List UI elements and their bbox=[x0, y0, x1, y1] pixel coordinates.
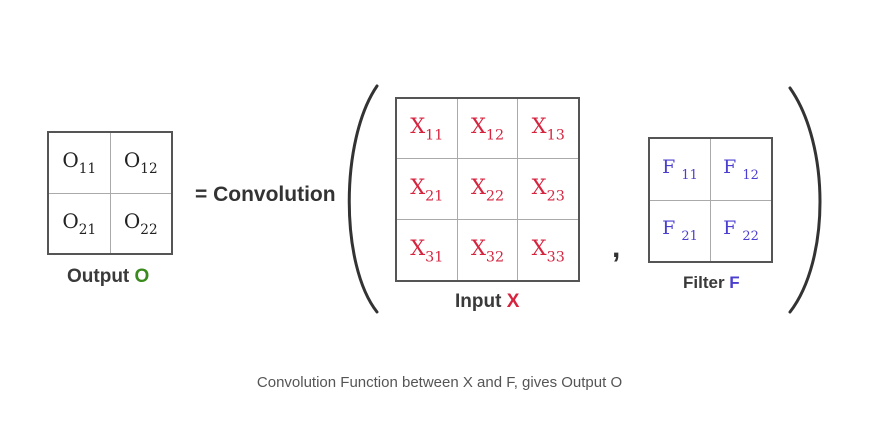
output-symbol: O bbox=[134, 266, 150, 287]
convolution-operator-label: = Convolution bbox=[195, 183, 336, 206]
convolution-diagram: O11 O12 O21 O22 Output O = Convolution X… bbox=[47, 84, 822, 314]
filter-label: Filter F bbox=[683, 273, 740, 292]
right-parenthesis bbox=[788, 86, 822, 314]
output-cell-12: O12 bbox=[109, 133, 171, 194]
input-label: Input X bbox=[455, 291, 520, 312]
filter-matrix-grid: F 11 F 12 F 21 F 22 bbox=[650, 139, 771, 261]
filter-symbol: F bbox=[729, 273, 740, 292]
output-matrix: O11 O12 O21 O22 bbox=[47, 131, 173, 255]
left-parenthesis bbox=[347, 84, 379, 314]
input-cell-33: X33 bbox=[517, 219, 578, 280]
filter-cell-21: F 21 bbox=[650, 199, 711, 261]
output-label: Output O bbox=[67, 266, 150, 287]
parentheses bbox=[347, 84, 822, 314]
input-matrix: X11 X12 X13 X21 X22 X23 X31 X32 X33 bbox=[395, 97, 580, 282]
input-cell-23: X23 bbox=[517, 158, 578, 221]
figure-caption: Convolution Function between X and F, gi… bbox=[256, 374, 623, 391]
input-cell-12: X12 bbox=[456, 99, 519, 160]
output-cell-22: O22 bbox=[109, 192, 171, 253]
filter-cell-22: F 22 bbox=[710, 199, 771, 261]
output-matrix-grid: O11 O12 O21 O22 bbox=[49, 133, 171, 253]
input-cell-32: X32 bbox=[456, 219, 519, 280]
filter-cell-11: F 11 bbox=[650, 139, 711, 201]
input-cell-22: X22 bbox=[456, 158, 519, 221]
input-symbol: X bbox=[506, 291, 520, 312]
separator-comma: , bbox=[612, 231, 621, 264]
input-cell-11: X11 bbox=[397, 99, 458, 160]
input-cell-21: X21 bbox=[397, 158, 458, 221]
input-cell-31: X31 bbox=[397, 219, 458, 280]
output-cell-11: O11 bbox=[49, 133, 111, 194]
output-cell-21: O21 bbox=[49, 192, 111, 253]
input-matrix-grid: X11 X12 X13 X21 X22 X23 X31 X32 X33 bbox=[397, 99, 578, 280]
input-cell-13: X13 bbox=[517, 99, 578, 160]
filter-matrix: F 11 F 12 F 21 F 22 bbox=[648, 137, 773, 263]
filter-cell-12: F 12 bbox=[710, 139, 771, 201]
